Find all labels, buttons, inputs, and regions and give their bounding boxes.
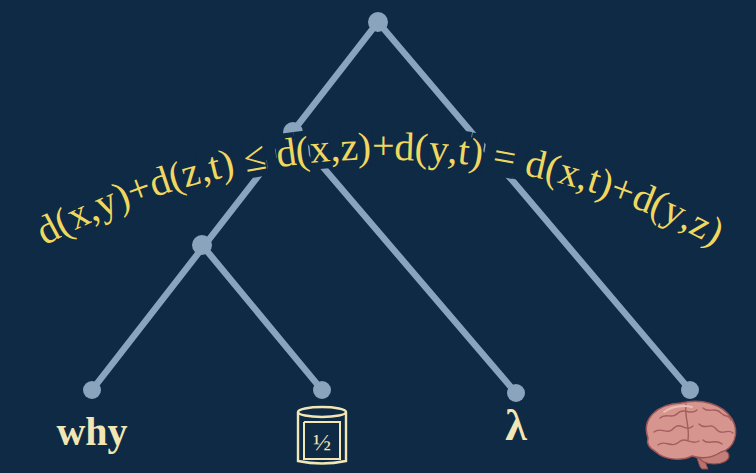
brain-fold — [686, 404, 689, 440]
tree-leaf — [313, 381, 331, 399]
formula-glyph: ) — [358, 126, 372, 166]
tree-leaf — [83, 381, 101, 399]
brain-fold — [703, 440, 722, 444]
cylinder-side — [298, 412, 346, 464]
tree-vertex — [368, 12, 388, 32]
formula-glyph: + — [372, 126, 395, 166]
brain-highlight — [664, 406, 692, 412]
leaf-label: λ — [505, 402, 527, 450]
formula-glyph: z — [339, 127, 359, 168]
tree-branch — [92, 22, 378, 390]
brain-folds — [654, 404, 733, 445]
formula-glyph: x — [308, 128, 331, 170]
node-text: ½ — [313, 429, 331, 455]
cylinder-inner-frame — [304, 422, 340, 459]
leaf-label: why — [56, 410, 127, 454]
tree-vertex — [192, 235, 212, 255]
tree-vertices — [83, 12, 699, 402]
tree-branch — [293, 132, 516, 393]
cylinder-box: ½ — [296, 405, 348, 467]
tree-branch — [202, 245, 322, 390]
tree-leaf — [507, 384, 525, 402]
tree-leaf — [681, 381, 699, 399]
brain-fold — [703, 408, 731, 420]
cylinder-top — [298, 407, 346, 417]
brain-fold — [699, 424, 733, 433]
brain-fold — [658, 440, 699, 445]
brain-picture — [646, 401, 735, 469]
brain-cerebrum — [646, 401, 735, 459]
tree-branches — [92, 22, 690, 393]
formula-glyph: d — [394, 126, 415, 167]
tree-branch — [378, 22, 690, 390]
